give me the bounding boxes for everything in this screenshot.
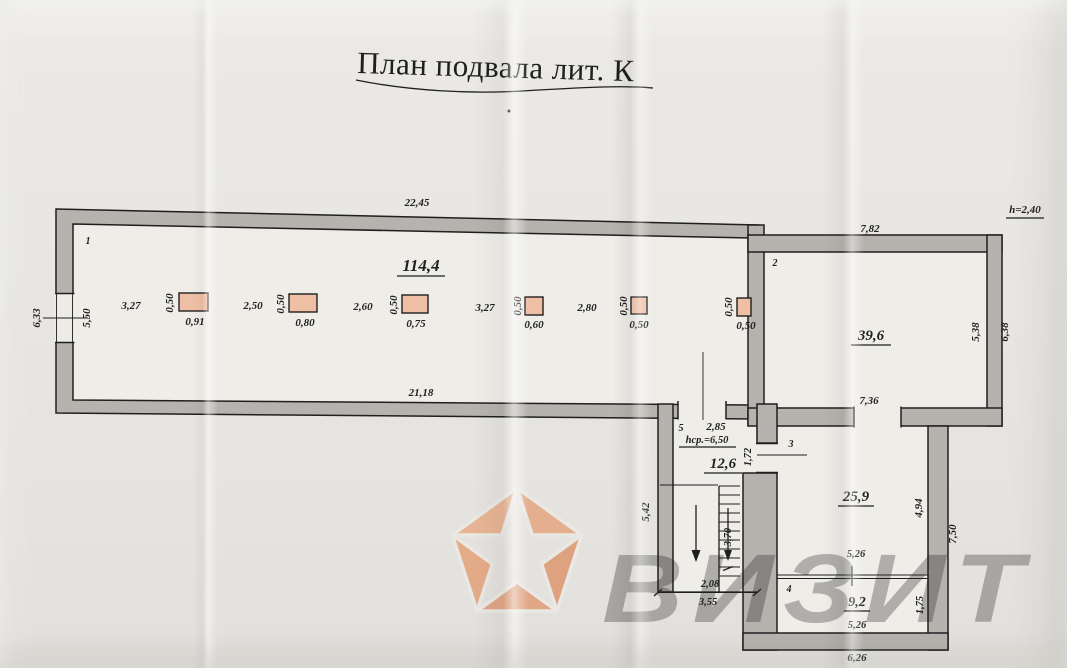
dim-span2: 2,50 [242,300,263,312]
room1-area: 114,4 [402,256,439,275]
room2-number: 2 [772,258,778,269]
room1-room5-doorway [678,401,726,420]
room1-interior [73,224,751,405]
room5-room3-doorway [756,443,778,473]
room2-interior [764,252,987,408]
walls [55,208,1003,651]
dim-column-depth: 0,50 [388,295,400,315]
dim-room5-door: 1,72 [743,447,754,466]
dim-room2-right-inner: 5,38 [970,322,982,342]
dim-column-width: 0,50 [736,320,756,332]
dim-column-depth: 0,50 [164,293,176,313]
stray-ink-dot [507,109,511,113]
dim-column-width: 0,80 [295,317,315,329]
room2-area: 39,6 [857,328,885,344]
dim-column-depth: 0,50 [512,296,524,316]
stair-room3-shared-wall [742,472,778,651]
room5-room3-door-jambs [756,442,778,474]
room5-stair-interior [673,415,756,592]
dim-room3-right: 4,94 [913,498,925,519]
room3-number: 3 [788,439,794,450]
dim-column-width: 0,60 [524,319,544,331]
dim-room3-width: 5,26 [847,549,866,560]
dim-column-width: 0,91 [185,316,204,328]
dim-stair-bottom-inner: 2,08 [700,579,720,590]
column [401,294,429,314]
dim-room4-right: 1,75 [915,596,926,614]
stair-dim-tick [722,565,734,572]
column [736,297,752,317]
dim-room1-bottom: 21,18 [408,387,434,399]
dim-column-width: 0,50 [629,319,649,331]
column [288,293,318,313]
dim-stair-left: 5,42 [640,502,652,522]
logo-blade [475,580,559,613]
dim-span3: 2,60 [352,301,373,313]
column [178,292,209,312]
column [524,296,544,316]
room4-number: 4 [786,584,792,595]
dim-column-width: 0,75 [406,318,426,330]
columns-row [178,292,752,317]
room2-top-wall [747,234,1003,253]
dimension-lines [43,317,928,597]
room5-ceiling-note: hср.=6,50 [686,435,729,446]
dim-room5-top: 2,85 [705,421,726,433]
logo-blade [450,486,519,537]
dim-room4-bottom: 6,26 [847,652,867,664]
dim-column-depth: 0,50 [618,296,630,316]
dim-room1-left-inner: 5,50 [81,308,93,328]
logo-blade [539,533,584,613]
dim-block-right: 7,50 [947,524,959,544]
logo-blade [515,486,584,537]
room3-area: 25,9 [842,489,870,505]
room3-room4-interior [777,426,928,633]
stair-run-arrow-head [724,550,732,561]
stair-dim-end-ticks [653,588,762,597]
dim-room2-top: 7,82 [860,223,880,235]
dim-column-depth: 0,50 [723,297,735,317]
labels: 1 22,45 114,4 21,18 6,33 5,50 3,27 2,50 … [31,197,1044,664]
room5-right-wall-upper [756,403,778,444]
title-block: План подвала лит. К [355,45,654,113]
vizit-pentagon-logo-icon [450,486,584,613]
stair-left-wall [657,403,674,593]
dim-span5: 2,80 [576,302,597,314]
dim-room1-left-outer: 6,33 [31,308,43,328]
ceiling-height-note: h=2,40 [1009,204,1041,216]
dim-span4: 3,27 [474,302,495,314]
room1-room5-door-jambs [677,401,727,420]
descent-arrow-head [691,550,701,562]
room5-number: 5 [679,423,684,434]
stair-steps [719,485,740,577]
dim-stair-bottom-outer: 3,55 [698,597,717,608]
room1-left-opening-jambs [55,292,75,344]
dim-room4-width: 5,26 [848,620,867,631]
room1-number: 1 [86,236,91,247]
room2-room3-doorway [854,406,901,428]
room4-area: 9,2 [848,595,866,610]
staircase [660,484,757,593]
logo-blade [450,533,495,613]
page-title: План подвала лит. К [357,45,635,88]
room4-bottom-wall [742,632,949,651]
dim-column-depth: 0,50 [275,294,287,314]
dim-room1-top: 22,45 [404,197,430,209]
watermark-brand-text: ВИЗИТ [602,535,1032,643]
room5-area: 12,6 [710,456,737,472]
dim-room2-bottom: 7,36 [859,395,879,407]
dim-span1: 3,27 [120,300,141,312]
dim-room2-right-outer: 6,38 [999,322,1011,342]
dim-stair-run: 3,70 [723,527,734,547]
column [630,296,648,315]
room2-room3-door-jambs [853,406,902,428]
